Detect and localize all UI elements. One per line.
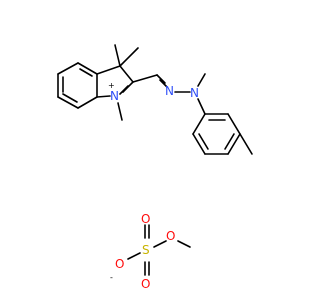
atom-label-n-plus: N [110, 89, 119, 103]
charge-label-plus: + [108, 81, 115, 90]
bond [156, 74, 166, 84]
atom-label-n-azo-2: N [190, 86, 199, 100]
bond [192, 133, 206, 155]
structure-diagram: N + N N S O O - O O [57, 44, 253, 291]
bond [177, 240, 191, 248]
molecule-canvas: N + N N S O O - O O [57, 44, 253, 291]
bond [119, 47, 139, 67]
anion-bonds [127, 224, 191, 276]
bond [227, 113, 241, 135]
bond [96, 95, 111, 98]
atom-label-oxygen-ester: O [166, 229, 175, 243]
bond [79, 68, 93, 77]
bond [159, 79, 168, 88]
atom-label-oxygen-bottom: O [141, 277, 150, 291]
bond [57, 96, 79, 109]
bond [96, 65, 121, 75]
bond [119, 65, 134, 83]
bond [224, 133, 235, 150]
atom-label-oxygen-top: O [141, 212, 150, 226]
bond [77, 96, 98, 109]
charge-label-minus: - [110, 273, 113, 282]
bond [192, 113, 206, 135]
bond [227, 133, 241, 155]
bond [132, 74, 158, 83]
bond [57, 62, 79, 75]
cation-bonds [57, 44, 253, 155]
anion-labels: S O O - O O [110, 212, 175, 291]
atom-label-oxygen-left: O [115, 257, 124, 271]
bond [197, 73, 206, 87]
bond [197, 98, 206, 115]
atom-label-n-azo-1: N [165, 84, 174, 98]
atom-label-sulfur: S [142, 243, 150, 257]
bond [239, 133, 253, 155]
bond [153, 240, 167, 248]
bond [77, 62, 98, 75]
cation-labels: N + N N [108, 81, 199, 103]
bond [127, 252, 141, 260]
bond [198, 133, 209, 150]
bond [117, 102, 123, 121]
bond [62, 93, 78, 103]
bond [119, 85, 129, 95]
bond [114, 44, 121, 67]
